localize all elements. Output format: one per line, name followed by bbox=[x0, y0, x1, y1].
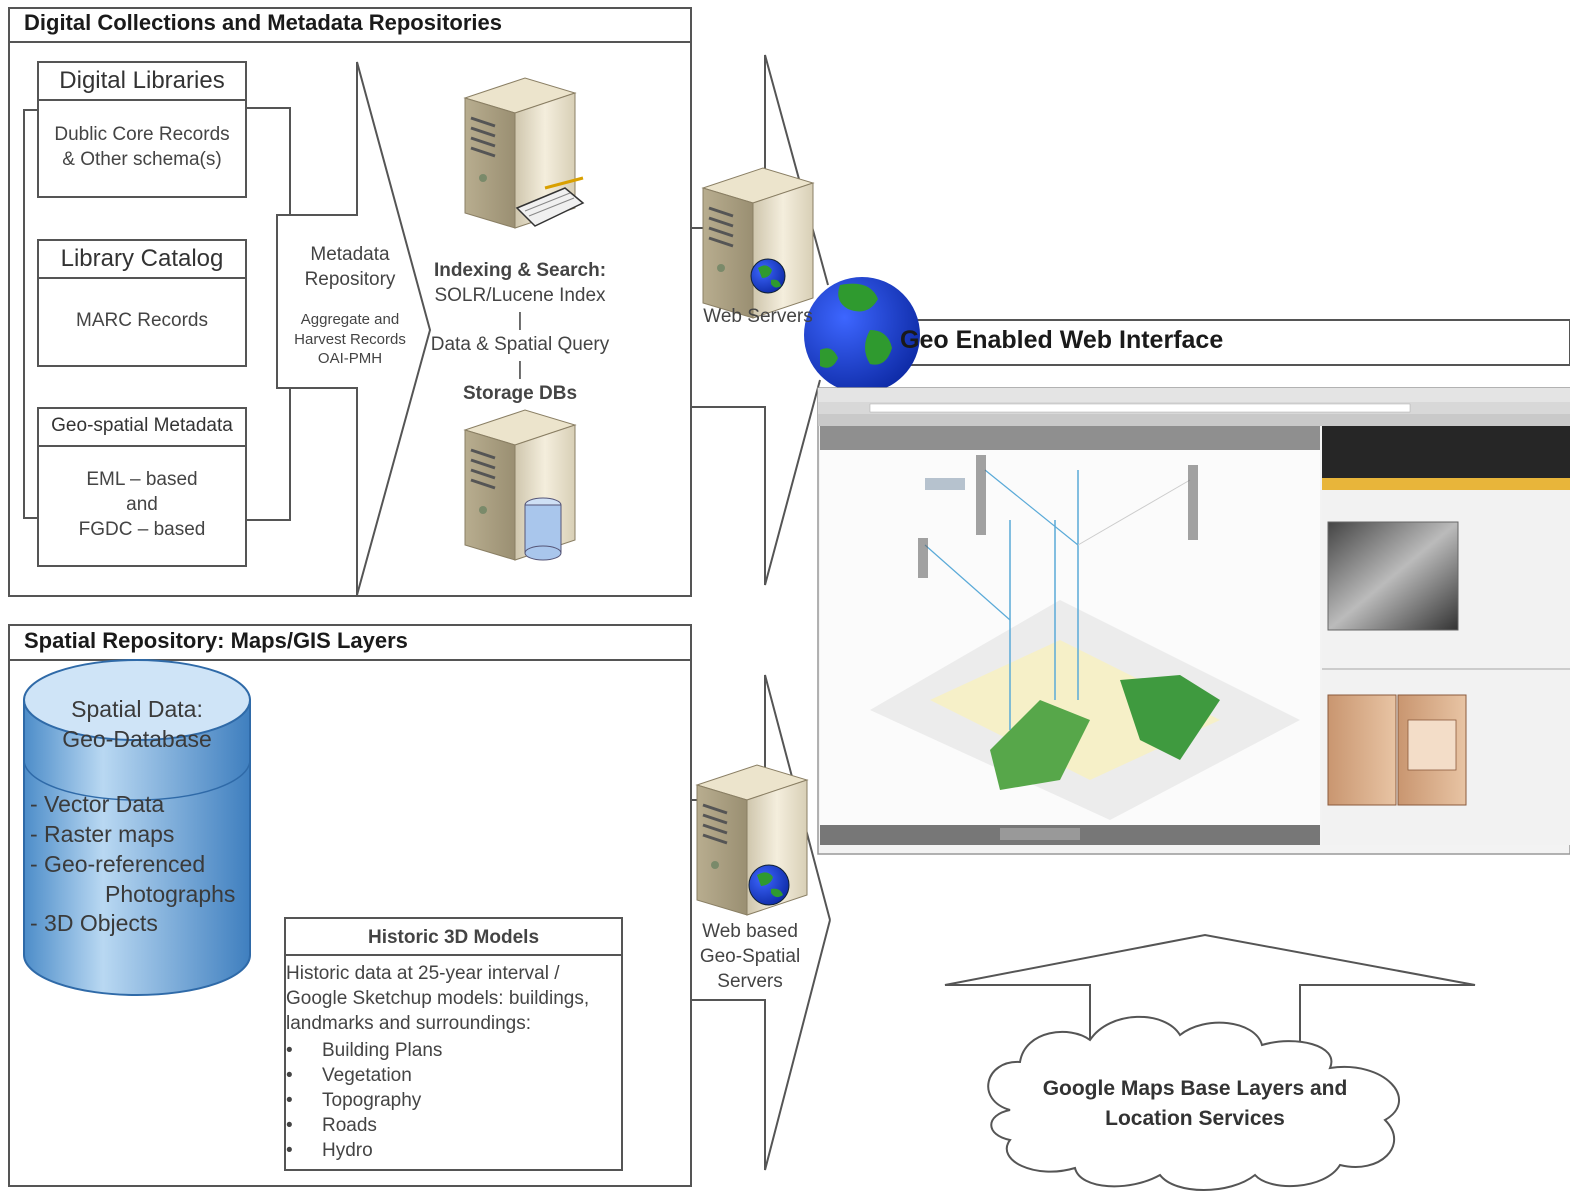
index-separator-1: | bbox=[517, 310, 523, 331]
bottom-panel-title: Spatial Repository: Maps/GIS Layers bbox=[24, 628, 408, 653]
geo-servers-label-3: Servers bbox=[717, 971, 783, 992]
google-maps-cloud bbox=[987, 1015, 1400, 1191]
index-server-icon bbox=[463, 76, 585, 230]
digital-libraries-box bbox=[37, 61, 247, 198]
cloud-line-1: Google Maps Base Layers and bbox=[1042, 1077, 1348, 1100]
metadata-repository-title-2: Repository bbox=[304, 269, 396, 290]
metadata-repository-title-1: Metadata bbox=[310, 244, 390, 265]
library-catalog-box bbox=[37, 239, 247, 367]
bullet-building-plans: Building Plans bbox=[286, 1038, 606, 1063]
browser-screenshot bbox=[817, 387, 1570, 855]
historic-models-desc-3: landmarks and surroundings: bbox=[286, 1013, 532, 1034]
web-server-icon bbox=[701, 166, 815, 320]
index-separator-2: | bbox=[517, 359, 523, 380]
web-servers-label: Web Servers bbox=[703, 306, 813, 327]
data-spatial-query: Data & Spatial Query bbox=[430, 334, 610, 355]
digital-libraries-title: Digital Libraries bbox=[59, 67, 225, 94]
spatial-db-item-4: Photographs bbox=[105, 881, 236, 907]
bullet-hydro: Hydro bbox=[286, 1138, 606, 1163]
library-catalog-body: MARC Records bbox=[76, 310, 208, 331]
spatial-db-title-2: Geo-Database bbox=[62, 726, 212, 752]
geospatial-metadata-body-1: EML – based bbox=[86, 469, 198, 490]
geo-servers-label-2: Geo-Spatial bbox=[699, 946, 801, 967]
spatial-db-title-1: Spatial Data: bbox=[71, 696, 203, 722]
large-globe-icon bbox=[804, 277, 920, 393]
digital-libraries-body-1: Dublic Core Records bbox=[54, 124, 230, 145]
geo-database-cylinder bbox=[23, 659, 251, 996]
digital-libraries-body-2: & Other schema(s) bbox=[62, 149, 222, 170]
top-panel-title: Digital Collections and Metadata Reposit… bbox=[24, 10, 502, 35]
geo-web-interface-title: Geo Enabled Web Interface bbox=[900, 326, 1224, 354]
geospatial-metadata-title: Geo-spatial Metadata bbox=[51, 415, 233, 436]
spatial-db-item-2: - Raster maps bbox=[30, 821, 175, 847]
historic-models-title: Historic 3D Models bbox=[367, 927, 540, 948]
cloud-line-2: Location Services bbox=[1105, 1107, 1285, 1130]
solr-lucene-index: SOLR/Lucene Index bbox=[434, 285, 606, 306]
spatial-db-item-5: - 3D Objects bbox=[30, 910, 158, 936]
bullet-roads: Roads bbox=[286, 1113, 606, 1138]
metadata-repository-sub-3: OAI-PMH bbox=[317, 350, 383, 367]
metadata-repository-sub-1: Aggregate and bbox=[300, 311, 400, 328]
historic-models-bullets: Building Plans Vegetation Topography Roa… bbox=[286, 1038, 606, 1163]
spatial-db-item-3: - Geo-referenced bbox=[30, 851, 206, 877]
bullet-topography: Topography bbox=[286, 1088, 606, 1113]
bullet-vegetation: Vegetation bbox=[286, 1063, 606, 1088]
metadata-repository-sub-2: Harvest Records bbox=[294, 331, 406, 348]
geo-servers-label-1: Web based bbox=[702, 921, 798, 942]
metadata-repository-arrow bbox=[276, 61, 432, 596]
geospatial-metadata-body-2: and bbox=[126, 494, 158, 515]
historic-models-desc-1: Historic data at 25-year interval / bbox=[286, 963, 560, 984]
storage-server-icon bbox=[463, 408, 577, 562]
indexing-search-heading: Indexing & Search: bbox=[433, 260, 607, 281]
storage-dbs-label: Storage DBs bbox=[462, 383, 578, 404]
base-layers-arrow bbox=[944, 933, 1476, 1056]
geospatial-metadata-box bbox=[37, 407, 247, 567]
spatial-db-item-1: - Vector Data bbox=[30, 791, 165, 817]
historic-models-desc-2: Google Sketchup models: buildings, bbox=[286, 988, 590, 1009]
geospatial-metadata-body-3: FGDC – based bbox=[78, 519, 206, 540]
library-catalog-title: Library Catalog bbox=[60, 245, 224, 272]
geo-server-icon bbox=[695, 763, 809, 917]
